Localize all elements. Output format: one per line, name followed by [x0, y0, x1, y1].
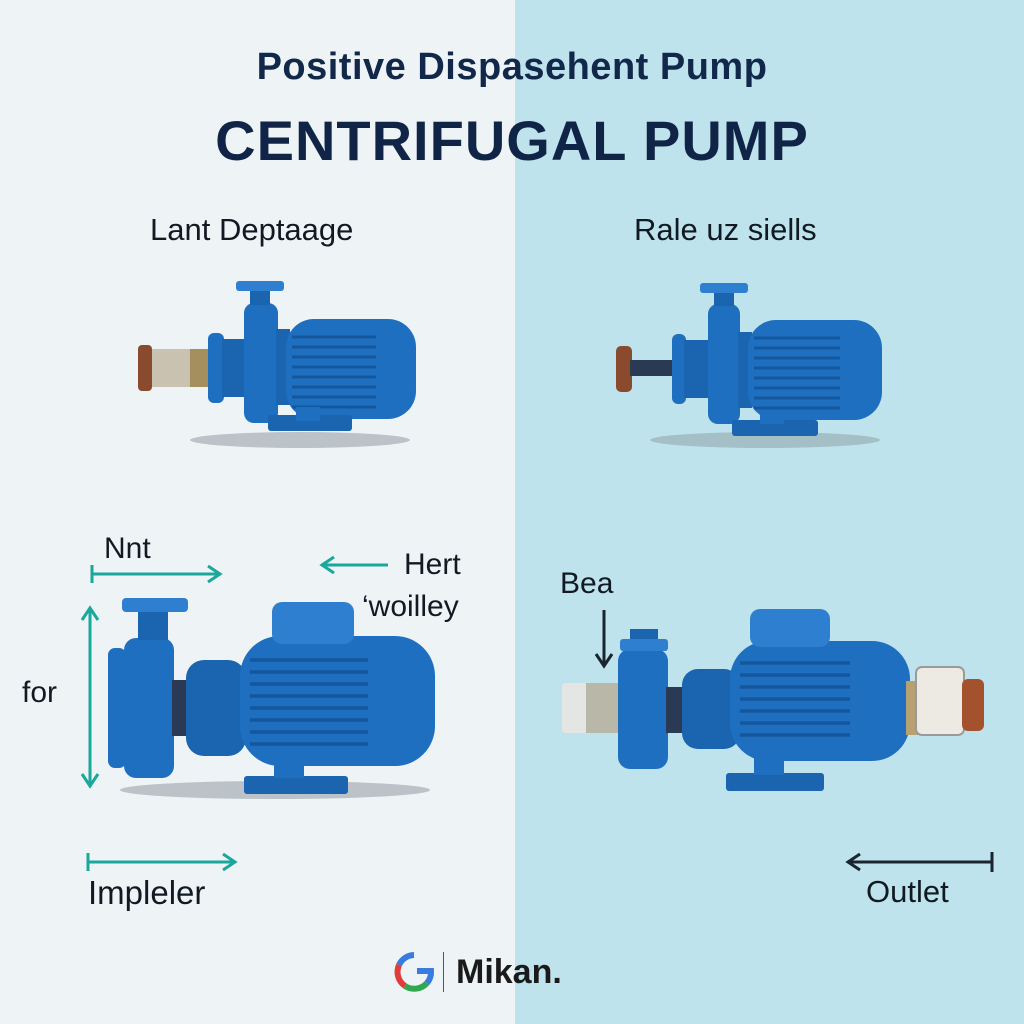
label-bea: Bea [560, 567, 614, 600]
left-panel-background [0, 0, 515, 1024]
arrow-nnt [90, 564, 223, 584]
title-line-1: Positive Dispasehent Pump [256, 46, 768, 88]
label-woilley: ‘woilley [362, 590, 459, 623]
pump-illustration-top-left [138, 281, 416, 448]
label-impleler: Impleler [88, 874, 206, 911]
left-heading: Lant Deptaage [150, 212, 354, 247]
pump-illustration-bottom-left [108, 598, 435, 799]
brand-separator [443, 952, 444, 992]
brand-logo: Mikan. [393, 950, 562, 994]
label-for: for [22, 676, 58, 709]
arrow-impleler [86, 852, 238, 872]
right-panel-background [515, 0, 1024, 1024]
pump-illustration-bottom-right [562, 609, 984, 791]
brand-name: Mikan. [456, 952, 562, 991]
brand-logo-icon [394, 952, 434, 992]
arrow-bea [594, 610, 614, 669]
arrow-for [80, 605, 100, 789]
label-hert: Hert [404, 548, 461, 581]
arrow-outlet [845, 852, 994, 872]
label-outlet: Outlet [866, 874, 949, 909]
arrow-hert [319, 555, 388, 575]
label-nnt: Nnt [104, 532, 151, 565]
title-line-2: CENTRIFUGAL PUMP [215, 109, 809, 172]
pump-illustration-top-right [616, 283, 882, 448]
right-heading: Rale uz siells [634, 212, 817, 247]
